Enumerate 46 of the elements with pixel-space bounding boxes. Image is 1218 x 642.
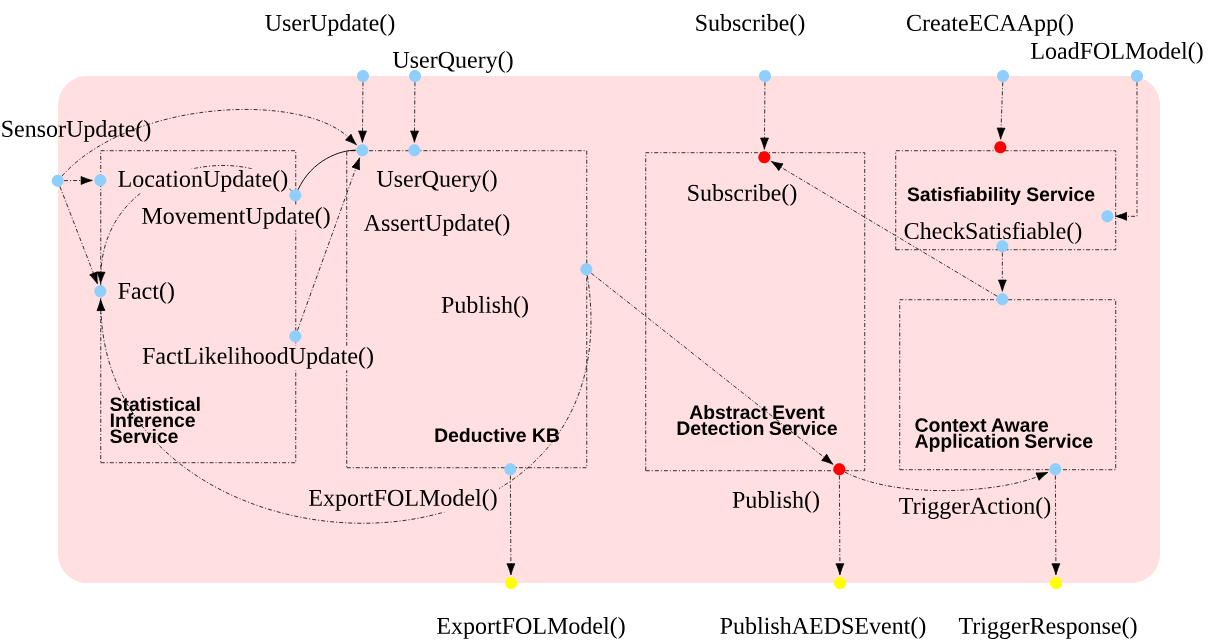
method-label: PublishAEDSEvent()	[720, 617, 926, 639]
method-label: Publish()	[441, 296, 528, 318]
arrow	[358, 81, 367, 143]
method-label: TriggerResponse()	[958, 617, 1137, 639]
arrow	[770, 161, 998, 297]
method-label: LocationUpdate()	[116, 168, 290, 194]
service-box	[899, 299, 1117, 471]
arrow	[506, 475, 516, 576]
service-title: Statistical Inference Service	[110, 396, 200, 444]
service-title: Deductive KB	[435, 427, 559, 443]
method-label: UserQuery()	[392, 51, 513, 73]
method-label: UserUpdate()	[265, 14, 395, 36]
method-label: LoadFOLModel()	[1031, 42, 1203, 64]
service-title: Satisfiability Service	[907, 187, 1095, 205]
service-box	[895, 150, 1117, 251]
method-label: SensorUpdate()	[2, 120, 151, 142]
arrow	[590, 272, 834, 465]
arrow	[1114, 81, 1138, 221]
method-label: AssertUpdate()	[363, 214, 510, 236]
method-label: MovementUpdate()	[140, 205, 332, 231]
arrow	[835, 475, 845, 576]
method-label: CheckSatisfiable()	[904, 222, 1082, 244]
arrow	[297, 157, 360, 331]
method-label: UserQuery()	[375, 168, 499, 194]
service-title: Abstract Event Detection Service	[677, 404, 837, 436]
arrow	[96, 275, 590, 524]
method-label: ExportFOLModel()	[437, 617, 625, 639]
method-label: CreateECAApp()	[907, 14, 1073, 36]
edge-label: TriggerAction()	[897, 495, 1053, 521]
arrow	[1051, 475, 1061, 576]
method-label: Subscribe()	[696, 14, 805, 36]
method-label: Fact()	[116, 280, 177, 306]
arrow	[59, 186, 98, 285]
arrow	[996, 81, 1006, 140]
method-label: FactLikelihoodUpdate()	[140, 345, 376, 371]
service-box	[645, 152, 866, 472]
arrow	[410, 81, 419, 143]
arrow	[997, 252, 1007, 292]
method-label: ExportFOLModel()	[307, 487, 499, 513]
method-label: Subscribe()	[685, 182, 799, 208]
arrow	[844, 471, 1049, 491]
service-title: Context Aware Application Service	[915, 418, 1093, 452]
method-label: Publish()	[730, 489, 822, 515]
arrow	[760, 81, 769, 150]
arrow	[61, 109, 357, 177]
arrow	[63, 176, 93, 185]
